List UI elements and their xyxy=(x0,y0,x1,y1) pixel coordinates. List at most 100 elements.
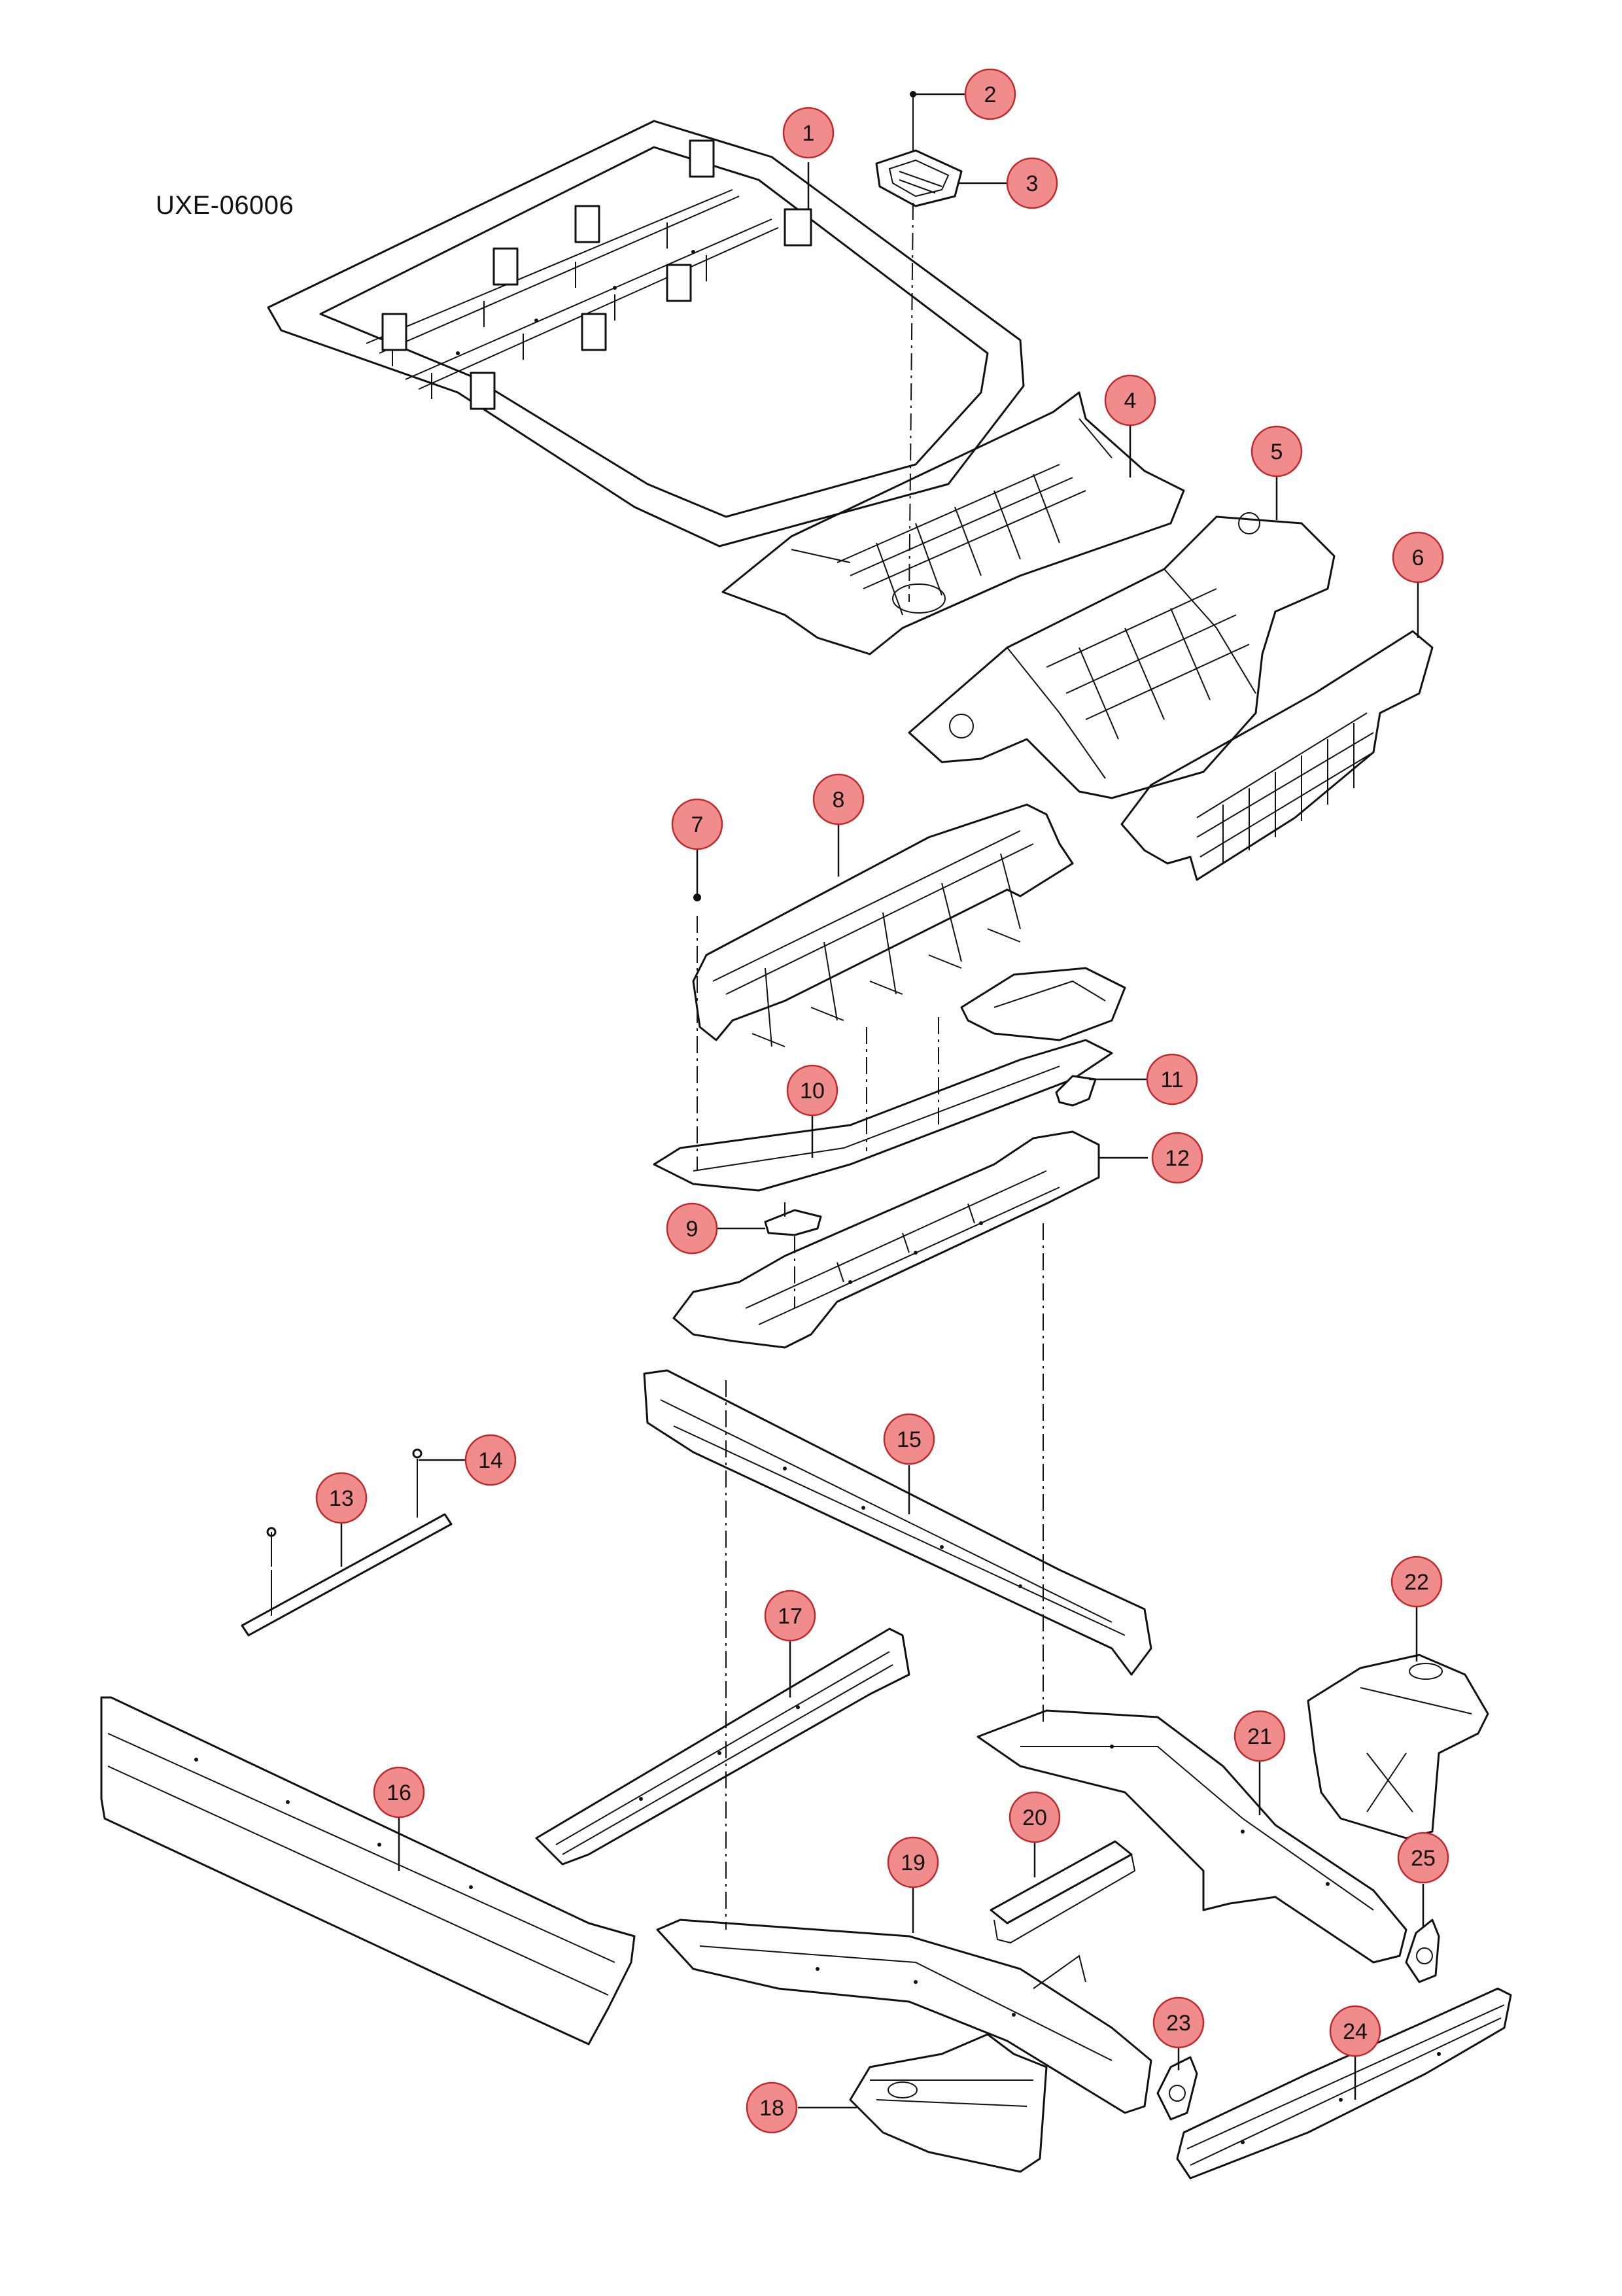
callout-number: 1 xyxy=(802,121,815,146)
callout-6: 6 xyxy=(1392,531,1444,583)
callout-number: 18 xyxy=(759,2096,784,2121)
callout-16: 16 xyxy=(373,1766,425,1818)
callout-number: 6 xyxy=(1412,546,1424,570)
callout-8: 8 xyxy=(812,773,865,826)
callout-number: 5 xyxy=(1271,440,1283,464)
part-8-crossmember-frame xyxy=(692,803,1074,1047)
callout-1: 1 xyxy=(782,107,835,159)
diagram-code: UXE-06006 xyxy=(156,191,294,220)
callout-number: 17 xyxy=(778,1604,802,1629)
callout-number: 13 xyxy=(329,1486,354,1511)
part-21-side-member xyxy=(976,1709,1407,1964)
callout-21: 21 xyxy=(1234,1710,1286,1762)
callout-number: 20 xyxy=(1022,1805,1047,1830)
callout-25: 25 xyxy=(1397,1832,1449,1884)
part-17-inner-rail xyxy=(535,1627,910,1866)
callout-19: 19 xyxy=(887,1836,939,1888)
callout-circle xyxy=(666,1202,718,1255)
part-15-side-rail xyxy=(643,1369,1152,1676)
callout-circle xyxy=(887,1836,939,1888)
callout-circle xyxy=(746,2081,798,2134)
part-1-frame xyxy=(267,120,1025,548)
callout-circle xyxy=(1390,1556,1443,1608)
callout-circle xyxy=(964,68,1016,120)
callout-number: 4 xyxy=(1124,389,1137,413)
callout-number: 14 xyxy=(478,1448,503,1473)
callout-12: 12 xyxy=(1151,1132,1203,1184)
callout-5: 5 xyxy=(1251,425,1303,478)
part-14-bolt xyxy=(412,1448,423,1518)
callout-number: 8 xyxy=(833,788,845,812)
callout-circle xyxy=(883,1413,935,1465)
callout-circle xyxy=(1151,1132,1203,1184)
part-10-undertray xyxy=(653,967,1126,1192)
part-2-plug xyxy=(910,91,916,157)
callout-22: 22 xyxy=(1390,1556,1443,1608)
part-5-rear-pan xyxy=(908,512,1336,799)
callout-number: 24 xyxy=(1343,2019,1368,2044)
part-4-rear-floor xyxy=(721,391,1185,655)
callout-circle xyxy=(315,1472,368,1524)
callout-circle xyxy=(1146,1053,1198,1105)
part-19-side-member xyxy=(656,1919,1152,2114)
callout-13: 13 xyxy=(315,1472,368,1524)
callout-9: 9 xyxy=(666,1202,718,1255)
callout-circle xyxy=(1006,157,1058,209)
part-7-bolt xyxy=(693,894,701,901)
part-11-bracket xyxy=(1055,1075,1097,1107)
callout-23: 23 xyxy=(1152,1996,1205,2049)
part-18-wheelhouse xyxy=(849,2033,1048,2173)
part-20-channel xyxy=(990,1840,1136,1944)
callout-circle xyxy=(1104,374,1156,426)
callout-17: 17 xyxy=(764,1590,816,1642)
alignment-lines xyxy=(697,202,1044,1930)
callout-number: 25 xyxy=(1411,1846,1436,1871)
callout-circle xyxy=(782,107,835,159)
callout-circle xyxy=(1152,1996,1205,2049)
callout-18: 18 xyxy=(746,2081,798,2134)
callout-number: 7 xyxy=(691,812,704,837)
callout-number: 2 xyxy=(984,82,997,107)
part-22-wheelhouse xyxy=(1307,1654,1489,1839)
callout-14: 14 xyxy=(464,1434,517,1486)
callout-circle xyxy=(464,1434,517,1486)
part-25-bracket xyxy=(1405,1919,1440,1983)
leader-lines xyxy=(340,93,1424,2109)
callout-number: 19 xyxy=(901,1851,925,1875)
callout-2: 2 xyxy=(964,68,1016,120)
callout-circle xyxy=(786,1064,838,1117)
part-6-rear-panel xyxy=(1120,630,1434,881)
part-16-side-rail xyxy=(100,1696,636,2045)
callout-circle xyxy=(1234,1710,1286,1762)
callout-number: 21 xyxy=(1247,1724,1272,1749)
part-9-bracket xyxy=(764,1202,822,1236)
callout-number: 12 xyxy=(1165,1146,1190,1171)
callout-circle xyxy=(1397,1832,1449,1884)
callout-number: 23 xyxy=(1166,2011,1191,2036)
callout-4: 4 xyxy=(1104,374,1156,426)
callout-10: 10 xyxy=(786,1064,838,1117)
callout-number: 10 xyxy=(800,1079,825,1104)
callout-circle xyxy=(1009,1791,1061,1843)
callout-circle xyxy=(1329,2005,1381,2057)
callout-number: 16 xyxy=(387,1781,411,1805)
part-3-cover-plate xyxy=(875,149,963,207)
callout-15: 15 xyxy=(883,1413,935,1465)
part-12-crossmember xyxy=(672,1130,1100,1349)
part-13-strip xyxy=(241,1513,453,1637)
callout-20: 20 xyxy=(1009,1791,1061,1843)
callout-number: 22 xyxy=(1404,1570,1429,1595)
callout-circle xyxy=(373,1766,425,1818)
callout-3: 3 xyxy=(1006,157,1058,209)
callout-circle xyxy=(764,1590,816,1642)
callout-circle xyxy=(1251,425,1303,478)
callout-circle xyxy=(671,798,723,850)
callout-number: 3 xyxy=(1026,171,1039,196)
callout-7: 7 xyxy=(671,798,723,850)
callout-11: 11 xyxy=(1146,1053,1198,1105)
callout-circle xyxy=(1392,531,1444,583)
callout-24: 24 xyxy=(1329,2005,1381,2057)
part-23-bracket xyxy=(1156,2056,1198,2121)
